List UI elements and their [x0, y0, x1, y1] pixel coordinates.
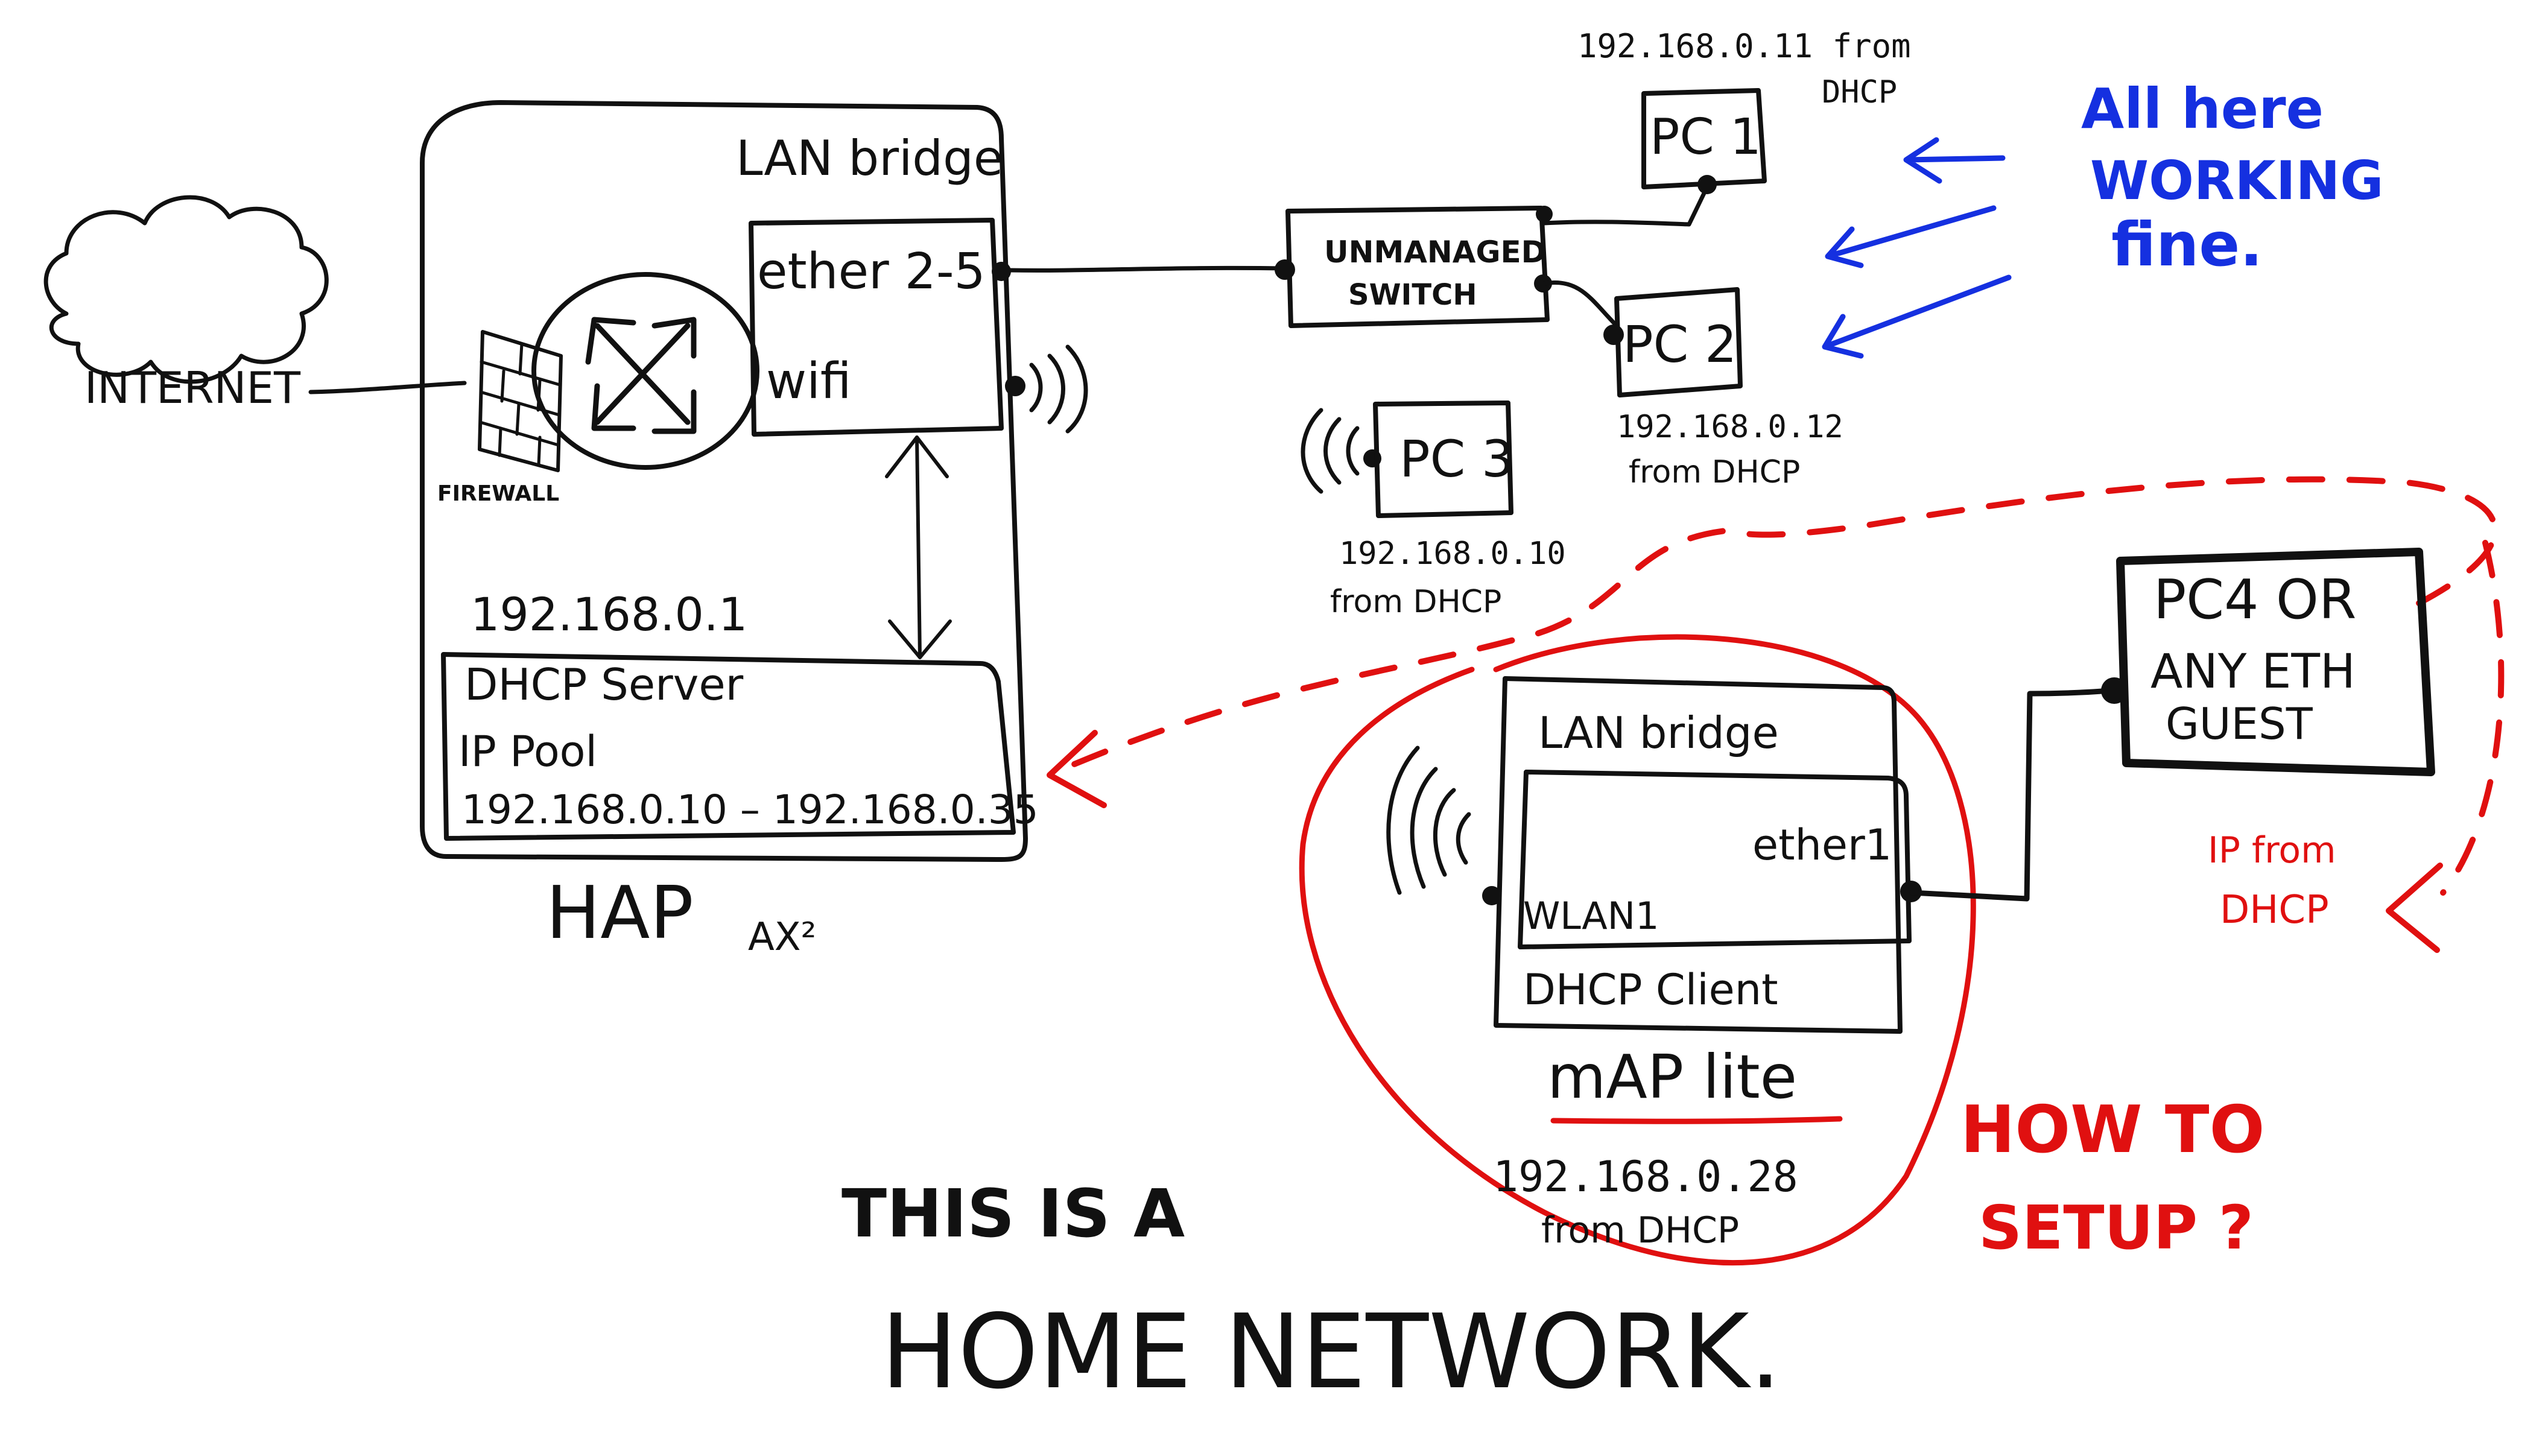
- map-title: mAP lite: [1547, 1042, 1797, 1112]
- hap-dhcp-server-label: DHCP Server: [464, 659, 744, 710]
- map-wlan-port: [1482, 886, 1501, 905]
- switch-box: [1285, 206, 1550, 328]
- blue-arrow-3: [1822, 274, 2012, 359]
- blue-note-line1: All here: [2081, 77, 2324, 141]
- hap-ip-pool-range: 192.168.0.10 – 192.168.0.35: [461, 787, 1039, 833]
- hap-ports-label: ether 2-5: [757, 243, 986, 300]
- pc2-ip-line2: from DHCP: [1629, 454, 1800, 490]
- switch-label-line2: SWITCH: [1348, 278, 1477, 312]
- red-dashed-arrow-to-pc4: [2386, 540, 2505, 953]
- map-red-circle: [1299, 634, 1976, 1266]
- hap-wifi-icon: [1029, 344, 1088, 434]
- pc4-ip-line1: IP from: [2208, 829, 2336, 872]
- firewall-label: FIREWALL: [437, 481, 559, 506]
- pc2-box: [1614, 287, 1743, 397]
- working-note: All here WORKING fine.: [1822, 77, 2383, 359]
- pc4-line1: PC4 OR: [2153, 568, 2356, 631]
- map-lite: LAN bridge ether1 WLAN1 DHCP Client mAP …: [1299, 634, 1976, 1266]
- pc3: PC 3 192.168.0.10 from DHCP: [1301, 400, 1566, 620]
- hap-outline: [420, 100, 1028, 862]
- blue-arrow-2: [1825, 205, 1997, 268]
- pc3-ip-line2: from DHCP: [1330, 584, 1501, 620]
- map-ether-label: ether1: [1752, 820, 1892, 870]
- pc1-label: PC 1: [1650, 109, 1761, 166]
- hap-ports-box: [749, 218, 1004, 437]
- map-ip-line1: 192.168.0.28: [1493, 1152, 1798, 1201]
- internet-cloud: INTERNET: [43, 195, 329, 413]
- pc3-ip-line1: 192.168.0.10: [1339, 536, 1566, 572]
- hap-switch-link: [1008, 265, 1287, 273]
- pc4-ip-line2: DHCP: [2220, 888, 2329, 932]
- hap-model: AX²: [748, 915, 816, 960]
- pc2-port: [1603, 324, 1624, 345]
- firewall-icon: [478, 330, 563, 472]
- pc4-line3: GUEST: [2166, 698, 2313, 749]
- pc2-label: PC 2: [1623, 315, 1737, 374]
- map-lan-bridge-label: LAN bridge: [1538, 707, 1779, 758]
- hap-router: FIREWALL LAN bridge ether 2-5 wifi 192.1…: [420, 100, 1088, 862]
- pc3-box: [1373, 400, 1513, 518]
- hap-internal-arrow: [885, 435, 952, 659]
- map-outer-box: [1494, 676, 1903, 1034]
- how-to-line2: SETUP ?: [1979, 1192, 2254, 1263]
- map-pc4-link: [1909, 688, 2114, 902]
- map-ip-line2: from DHCP: [1541, 1209, 1739, 1252]
- switch-uplink-port: [1275, 259, 1295, 280]
- pc3-wifi-icon: [1301, 408, 1360, 494]
- hap-title: HAP: [546, 872, 694, 955]
- router-icon: [531, 272, 759, 470]
- hap-lan-bridge-label: LAN bridge: [736, 130, 1003, 186]
- map-dhcp-client-label: DHCP Client: [1523, 965, 1778, 1014]
- unmanaged-switch: UNMANAGED SWITCH: [1275, 206, 1553, 328]
- map-wifi-icon: [1386, 745, 1471, 895]
- hap-ip-label: 192.168.0.1: [471, 587, 747, 641]
- caption-line2: HOME NETWORK.: [881, 1293, 1782, 1412]
- red-dashed-arrow-to-hap: [1047, 476, 2498, 808]
- pc4: PC4 OR ANY ETH GUEST: [2101, 548, 2435, 776]
- pc1-port: [1697, 175, 1717, 194]
- pc3-label: PC 3: [1399, 429, 1513, 489]
- switch-pc1-link: [1542, 185, 1710, 227]
- hap-ether-port: [992, 262, 1011, 281]
- switch-pc2-link: [1542, 280, 1619, 328]
- hap-dhcp-server-box: [441, 652, 1016, 841]
- pc1-ip-line1: 192.168.0.11 from: [1577, 27, 1911, 65]
- internet-firewall-link: [308, 381, 467, 394]
- pc1: 192.168.0.11 from DHCP PC 1: [1577, 27, 1911, 194]
- pc2: PC 2 192.168.0.12 from DHCP: [1603, 287, 1843, 490]
- blue-arrow-1: [1903, 137, 2006, 184]
- internet-label: INTERNET: [84, 362, 301, 413]
- hap-wifi-label: wifi: [766, 353, 852, 410]
- switch-label-line1: UNMANAGED: [1324, 235, 1546, 270]
- map-title-underline: [1550, 1116, 1843, 1124]
- blue-note-line2: WORKING: [2090, 150, 2383, 212]
- pc4-port: [2101, 677, 2128, 704]
- how-to-line1: HOW TO: [1960, 1092, 2264, 1168]
- hap-wifi-port: [1005, 376, 1025, 396]
- pc1-box: [1641, 88, 1767, 189]
- cloud-outline: [43, 195, 329, 384]
- pc2-ip-line1: 192.168.0.12: [1617, 409, 1843, 445]
- pc4-line2: ANY ETH: [2150, 645, 2356, 699]
- switch-port-1: [1536, 206, 1553, 223]
- caption-line1: THIS IS A: [841, 1175, 1185, 1252]
- hap-ip-pool-label: IP Pool: [458, 727, 597, 776]
- blue-note-line3: fine.: [2111, 209, 2263, 280]
- map-wlan-label: WLAN1: [1523, 894, 1659, 938]
- pc1-ip-line2: DHCP: [1822, 74, 1897, 110]
